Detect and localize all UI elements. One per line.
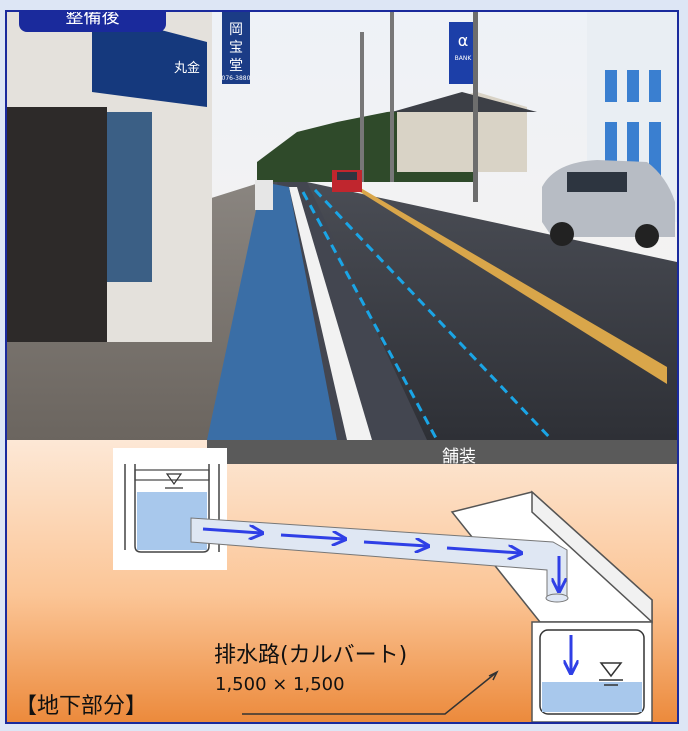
paving-band [207,440,677,464]
culvert-label: 排水路(カルバート) [214,643,408,668]
water-level-symbol [599,662,623,678]
bank-sign-subtext: BANK [455,55,473,62]
parked-car-red [332,170,362,192]
content-border: 丸金 岡 宝 堂 076-3880 α BANK [5,10,679,724]
center-line [352,187,667,384]
culvert-guide-line-right [313,188,554,442]
parked-car-silver [542,160,675,248]
signboard-text: 堂 [229,58,243,74]
bank-sign [449,22,477,84]
signboard-text: 岡 [229,22,243,38]
street-photo-drawing: 丸金 岡 宝 堂 076-3880 α BANK [7,12,677,442]
catch-basin [113,448,227,570]
street-photo: 丸金 岡 宝 堂 076-3880 α BANK [7,12,677,442]
underground-section: 舗装 排水路(カルバート) 1,500 × 1,500 【地下部分】 [7,440,677,722]
shop-sign: 丸金 [174,60,200,76]
signboard-text: 宝 [229,40,243,56]
culvert-guide-line-left [301,191,439,441]
label-leader-line [242,671,498,715]
tag-label: 整備後 [65,12,120,28]
shop-doorway [7,107,107,342]
house-roof [392,92,537,112]
drain-pipe [190,517,569,603]
culvert-box [450,490,653,722]
flow-arrows [202,529,559,590]
after-improvement-tag: 整備後 [19,12,166,32]
paving-label: 舗装 [442,447,476,467]
underground-diagram [113,440,677,722]
parked-car-white [255,180,273,210]
bank-sign-text: α [458,31,469,50]
culvert-size: 1,500 × 1,500 [215,674,345,695]
signboard-subtext: 076-3880 [222,75,251,82]
utility-poles [360,12,478,202]
label-leader-arrowhead [488,670,499,681]
shop-awning [92,12,207,107]
section-label: 【地下部分】 [15,694,148,719]
signboard [222,12,250,84]
road-white-line [289,187,372,440]
shop-window [107,112,152,282]
